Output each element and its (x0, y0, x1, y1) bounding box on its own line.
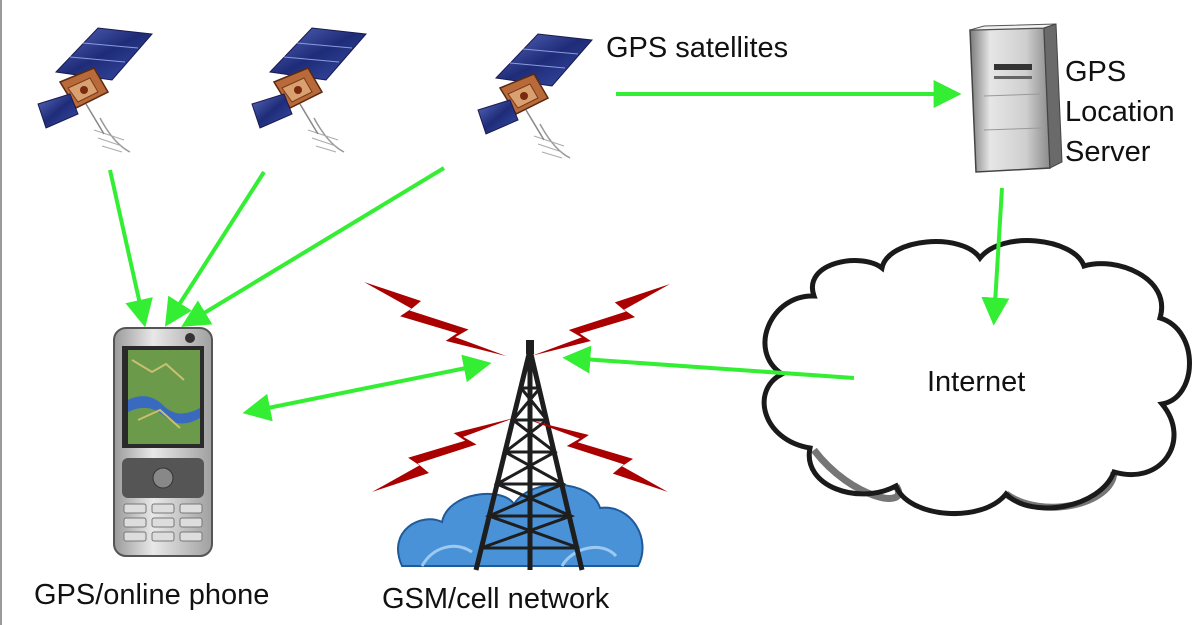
cell-tower-icon (397, 340, 644, 571)
satellite-icon (477, 33, 593, 159)
server-label-line: Server (1065, 136, 1151, 168)
satellite-icon (251, 27, 367, 153)
data-flow-arrows (108, 80, 1010, 422)
gps-location-server-label: GPS Location Server (1065, 52, 1175, 172)
gps-online-phone-label: GPS/online phone (34, 579, 270, 611)
server-label-line: Location (1065, 96, 1175, 128)
internet-label: Internet (927, 366, 1026, 398)
cloud-icon (761, 238, 1192, 517)
signal-bolts (364, 282, 670, 492)
gsm-cell-network-label: GSM/cell network (382, 583, 610, 615)
server-icon (969, 23, 1063, 173)
server-label-line: GPS (1065, 56, 1127, 88)
satellite-icon (37, 27, 153, 153)
phone-icon (113, 327, 213, 557)
gps-satellites-label: GPS satellites (606, 32, 789, 64)
